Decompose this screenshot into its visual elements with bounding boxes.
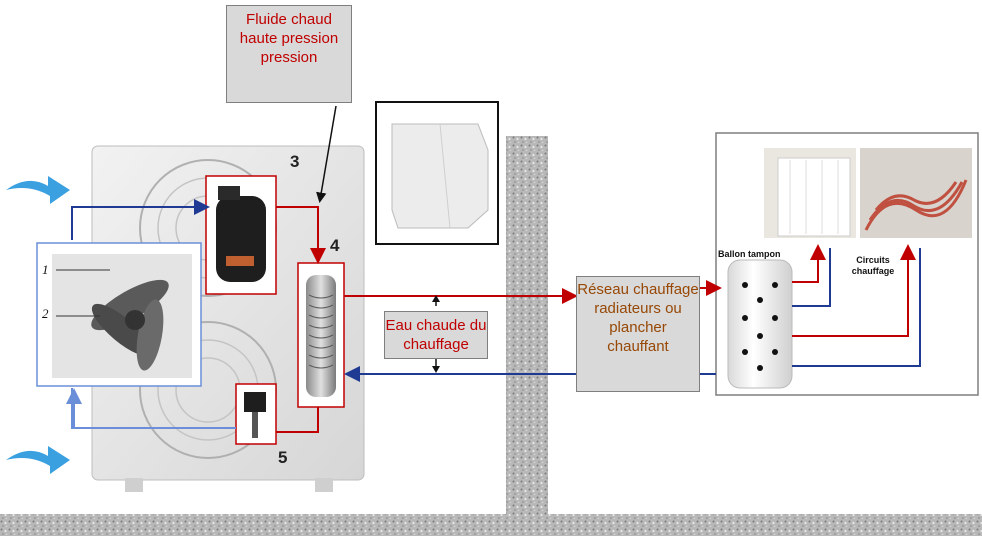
refrigerant-circuit [66, 105, 337, 433]
hot-fluid-label: Fluide chaud haute pression pression [226, 5, 352, 103]
buffer-tank-icon [727, 259, 793, 389]
fan-icon [91, 279, 169, 371]
step-3-number: 3 [290, 152, 300, 171]
expansion-valve-icon [235, 383, 277, 445]
ground-icon [0, 514, 982, 536]
step-4-number: 4 [330, 236, 340, 255]
step-5-number: 5 [278, 448, 288, 467]
fan-inset [36, 242, 202, 387]
radiator-icon [764, 148, 856, 238]
floor-heating-icon [860, 148, 972, 238]
heating-circuits [792, 244, 921, 367]
fan-part-1-number: 1 [42, 262, 49, 277]
heating-network-label: Réseau chauffage radiateurs ou plancher … [576, 276, 700, 392]
heating-circuits-panel [715, 132, 979, 396]
heat-exchanger-icon [297, 262, 345, 408]
water-circuit [344, 280, 722, 382]
wall-icon [506, 136, 548, 516]
hot-water-label: Eau chaude du chauffage [384, 311, 488, 359]
compressor-icon [205, 175, 277, 295]
indoor-unit-icon [375, 101, 499, 245]
air-inflow-arrow-icon [6, 176, 70, 474]
fan-part-2-number: 2 [42, 306, 49, 321]
buffer-tank-label: Ballon tampon [718, 249, 781, 259]
heating-circuits-label: Circuits chauffage [851, 255, 895, 276]
